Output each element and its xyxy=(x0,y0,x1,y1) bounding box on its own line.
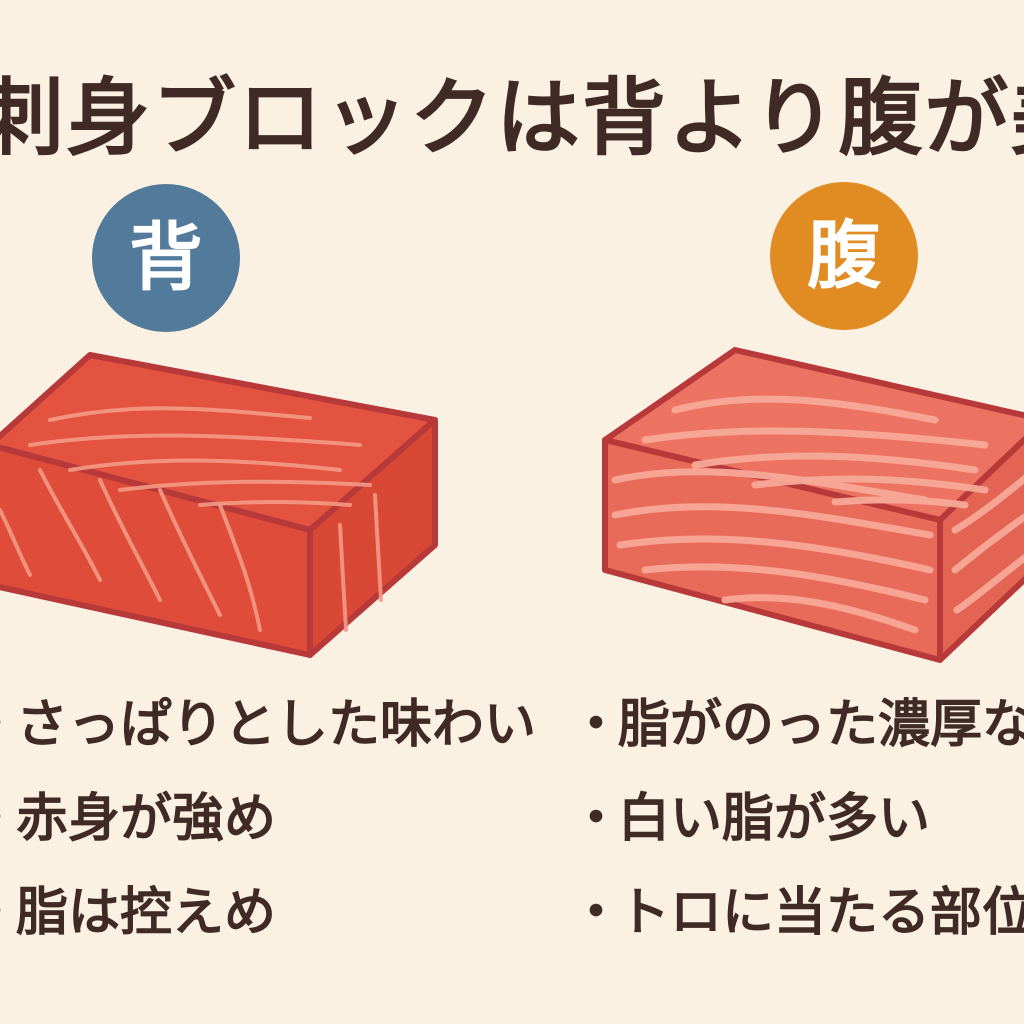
back-point-2: 赤身が強め xyxy=(16,789,277,849)
list-item: ・白い脂が多い xyxy=(570,772,1024,866)
bullet: ・ xyxy=(570,695,623,755)
back-point-1: さっぱりとした味わい xyxy=(16,695,537,755)
back-tuna-block-svg xyxy=(0,352,438,658)
bullet: ・ xyxy=(570,883,623,943)
belly-point-2: 白い脂が多い xyxy=(618,789,931,849)
list-item: ・さっぱりとした味わい xyxy=(0,678,536,772)
list-item: ・脂がのった濃厚な xyxy=(570,678,1024,772)
list-item: ・赤身が強め xyxy=(0,772,528,866)
belly-point-1: 脂がのった濃厚な xyxy=(618,695,1024,755)
list-item: ・トロに当たる部位 xyxy=(570,866,1024,960)
bullet: ・ xyxy=(0,772,20,866)
belly-tuna-block-illustration xyxy=(585,330,1024,680)
list-item: ・脂は控えめ xyxy=(0,866,528,960)
back-badge: 背 xyxy=(92,184,240,332)
bullet: ・ xyxy=(0,678,20,772)
back-feature-list: ・さっぱりとした味わい ・赤身が強め ・脂は控えめ xyxy=(0,678,536,960)
belly-point-3: トロに当たる部位 xyxy=(618,883,1024,943)
back-point-3: 脂は控えめ xyxy=(16,883,277,943)
back-block-side-face xyxy=(307,417,438,658)
bullet: ・ xyxy=(0,866,20,960)
back-tuna-block-illustration xyxy=(0,330,460,680)
page-title: 刺身ブロックは背より腹が美味 xyxy=(0,69,1024,167)
bullet: ・ xyxy=(570,789,623,849)
belly-tuna-block-svg xyxy=(602,347,1024,663)
belly-badge: 腹 xyxy=(770,182,918,330)
belly-feature-list: ・脂がのった濃厚な ・白い脂が多い ・トロに当たる部位 xyxy=(570,678,1024,960)
